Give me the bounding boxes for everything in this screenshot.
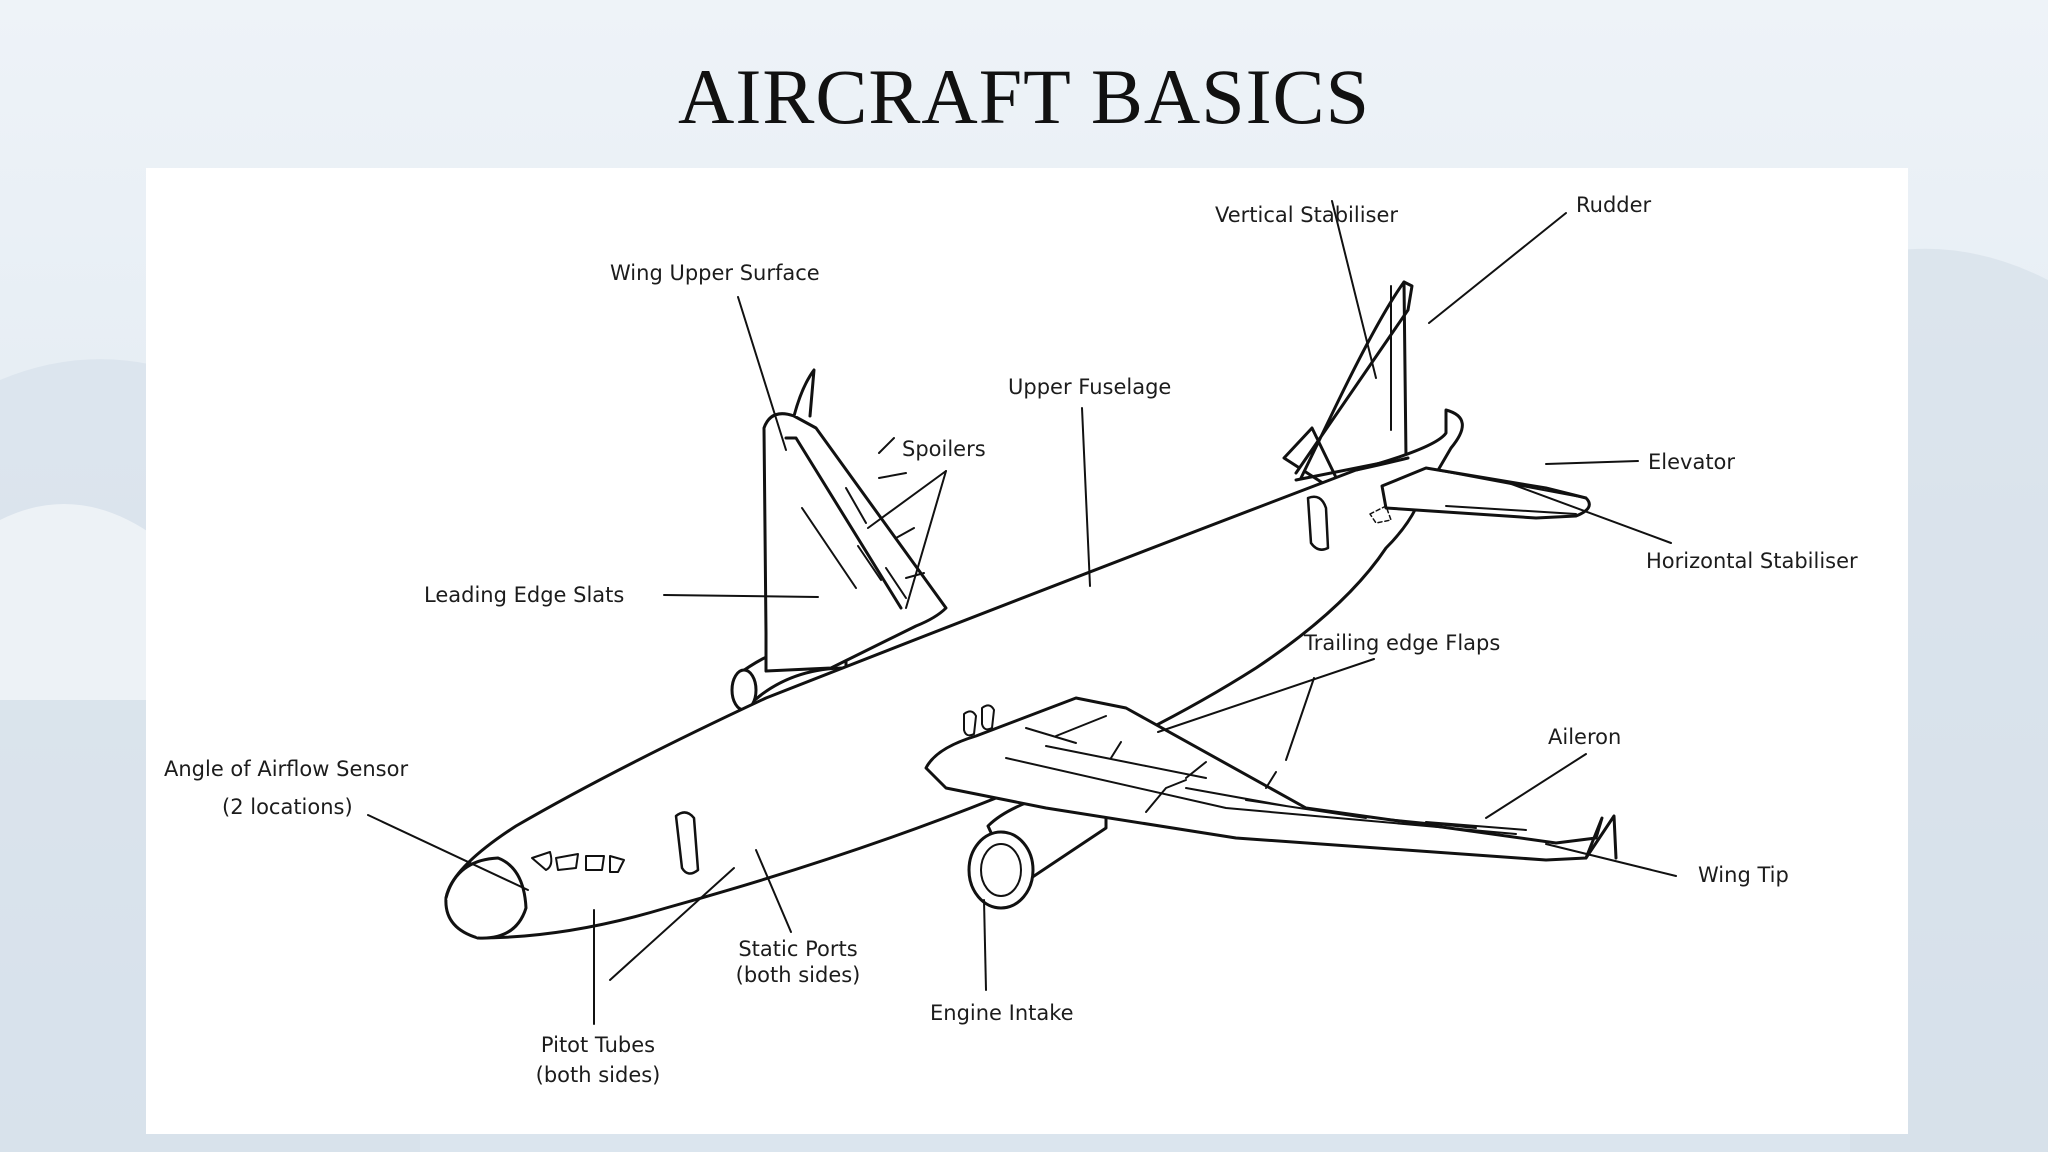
label-vertical-stabiliser: Vertical Stabiliser <box>1215 203 1399 227</box>
label-angle-of-airflow-sensor-note: (2 locations) <box>222 795 353 819</box>
leader-trailing-edge-flaps-a <box>1157 658 1375 733</box>
vertical-stabiliser <box>1282 280 1414 500</box>
label-aileron: Aileron <box>1548 725 1622 749</box>
leader-angle-of-airflow-sensor <box>367 814 529 891</box>
label-pitot-tubes-note: (both sides) <box>535 1063 661 1087</box>
label-leading-edge-slats: Leading Edge Slats <box>424 583 625 607</box>
horizontal-stabiliser <box>1380 466 1591 520</box>
label-horizontal-stabiliser: Horizontal Stabiliser <box>1646 549 1858 573</box>
label-static-ports: Static Ports <box>738 937 858 961</box>
label-wing-tip: Wing Tip <box>1698 863 1789 887</box>
far-wing <box>762 368 948 673</box>
leader-engine-intake <box>983 899 987 991</box>
leader-leading-edge-slats <box>663 594 819 598</box>
label-rudder: Rudder <box>1576 193 1652 217</box>
aircraft-illustration <box>367 200 1677 1025</box>
label-trailing-edge-flaps: Trailing edge Flaps <box>1304 631 1501 655</box>
leader-static-ports-b <box>609 867 735 981</box>
label-pitot-tubes: Pitot Tubes <box>540 1033 656 1057</box>
leader-lines <box>367 200 1677 1025</box>
label-wing-upper-surface: Wing Upper Surface <box>610 261 820 285</box>
label-spoilers: Spoilers <box>902 437 986 461</box>
leader-horizontal-stabiliser <box>1505 481 1672 544</box>
leader-elevator <box>1545 460 1639 465</box>
leader-wing-upper-surface <box>737 296 787 451</box>
label-upper-fuselage: Upper Fuselage <box>1008 375 1172 399</box>
leader-trailing-edge-flaps-b <box>1285 677 1315 761</box>
aircraft-diagram: Wing Upper Surface Vertical Stabiliser R… <box>146 168 1908 1134</box>
leader-rudder <box>1428 212 1567 324</box>
label-static-ports-note: (both sides) <box>735 963 861 987</box>
label-angle-of-airflow-sensor: Angle of Airflow Sensor <box>164 757 409 781</box>
fuselage <box>444 408 1464 940</box>
leader-static-ports-a <box>755 849 792 933</box>
leader-upper-fuselage <box>1081 407 1091 587</box>
slide-title: AIRCRAFT BASICS <box>678 53 1370 140</box>
label-elevator: Elevator <box>1648 450 1736 474</box>
leader-aileron <box>1485 753 1587 819</box>
leader-wing-tip <box>1545 843 1677 877</box>
leader-vertical-stabiliser <box>1331 200 1377 379</box>
leader-spoilers-a <box>867 470 947 529</box>
label-engine-intake: Engine Intake <box>930 1001 1074 1025</box>
leader-spoilers-b <box>905 470 947 609</box>
near-wing <box>924 696 1618 862</box>
